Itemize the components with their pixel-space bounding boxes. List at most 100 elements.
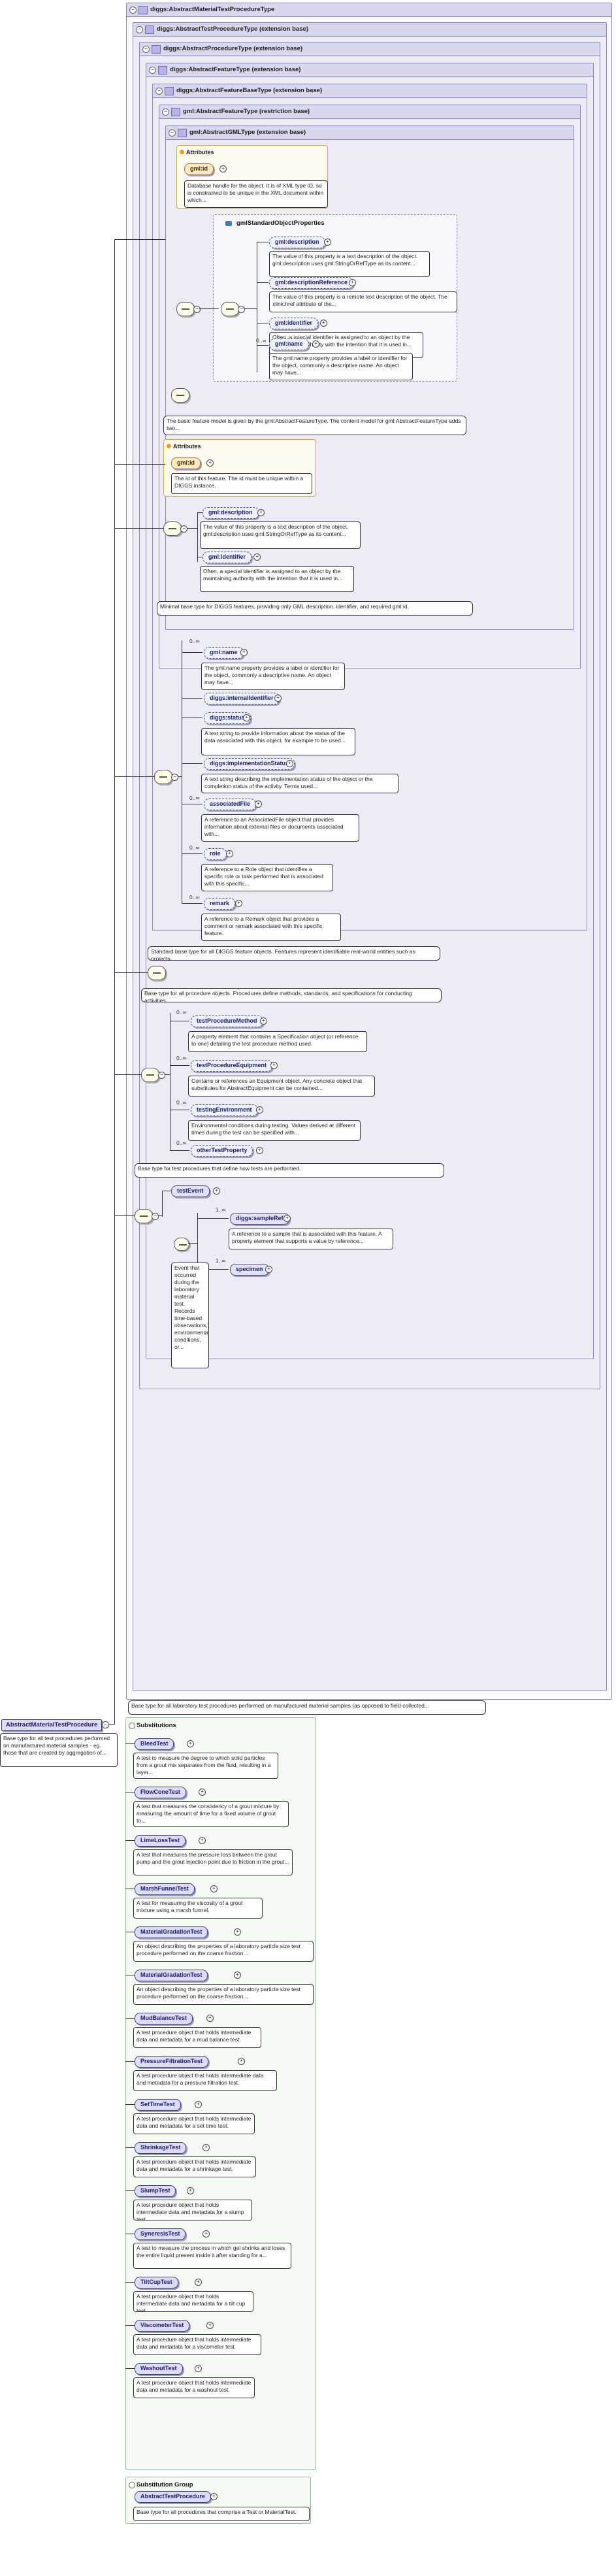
element-status[interactable]: diggs:status [204, 712, 251, 724]
element-test-procedure-method[interactable]: testProcedureMethod [191, 1016, 263, 1027]
substitution-item[interactable]: MarshFunnelTest [135, 1883, 195, 1895]
element-role[interactable]: role [204, 848, 227, 860]
expand-icon[interactable]: + [312, 340, 319, 348]
substitution-item[interactable]: SlumpTest [135, 2185, 176, 2197]
type-header[interactable]: − gml:AbstractFeatureType (restriction b… [159, 105, 580, 119]
gml-id-attribute[interactable]: gml:id [184, 163, 214, 175]
element-other-test-property[interactable]: otherTestProperty [191, 1145, 253, 1157]
expand-icon[interactable]: + [256, 1147, 263, 1154]
expand-icon[interactable]: + [187, 2187, 194, 2194]
substitution-item[interactable]: MudBalanceTest [135, 2013, 193, 2024]
element-gml-description-reference[interactable]: gml:descriptionReference [269, 277, 354, 289]
collapse-toggle-icon[interactable]: − [162, 108, 169, 116]
substitution-item[interactable]: PressureFiltrationTest [135, 2056, 208, 2068]
collapse-toggle-icon[interactable] [129, 1723, 135, 1729]
substitution-item[interactable]: SyneresisTest [135, 2228, 186, 2240]
substitution-group-element[interactable]: AbstractTestProcedure [135, 2491, 211, 2503]
expand-icon[interactable]: − [180, 525, 187, 533]
expand-icon[interactable]: + [213, 1187, 220, 1195]
expand-icon[interactable]: + [270, 1062, 278, 1069]
expand-icon[interactable]: + [203, 2230, 210, 2237]
expand-icon[interactable]: + [235, 900, 242, 907]
type-header[interactable]: − diggs:AbstractFeatureType (extension b… [146, 63, 593, 77]
element-remark[interactable]: remark [204, 898, 236, 910]
type-header[interactable]: − diggs:AbstractMaterialTestProcedureTyp… [127, 3, 611, 17]
collapse-toggle-icon[interactable]: − [136, 26, 143, 33]
expand-icon[interactable]: + [265, 1266, 272, 1273]
expand-icon[interactable]: + [206, 459, 214, 467]
substitution-item[interactable]: MaterialGradationTest [135, 1926, 208, 1938]
base-element-gml-description[interactable]: gml:description [203, 507, 259, 519]
expand-icon[interactable]: + [284, 1215, 291, 1222]
collapse-toggle-icon[interactable]: − [169, 129, 176, 137]
expand-icon[interactable]: + [257, 509, 265, 516]
expand-icon[interactable]: + [226, 850, 233, 857]
substitution-item[interactable]: TiltCupTest [135, 2277, 178, 2288]
expand-icon[interactable]: + [253, 553, 261, 561]
collapse-toggle-icon[interactable]: − [142, 46, 150, 53]
type-header[interactable]: − diggs:AbstractProcedureType (extension… [140, 42, 600, 56]
substitution-item[interactable]: ViscometerTest [135, 2320, 190, 2332]
element-test-event[interactable]: testEvent [171, 1185, 210, 1197]
expand-icon[interactable]: + [240, 649, 248, 656]
expand-icon[interactable]: − [238, 306, 245, 313]
substitution-item[interactable]: ShrinkageTest [135, 2142, 187, 2154]
element-associated-file[interactable]: associatedFile [204, 799, 257, 810]
expand-icon[interactable]: − [152, 1213, 159, 1220]
element-gml-description[interactable]: gml:description [269, 237, 325, 248]
element-test-procedure-equipment[interactable]: testProcedureEquipment [191, 1060, 273, 1072]
substitution-item[interactable]: BleedTest [135, 1738, 174, 1750]
expand-icon[interactable]: + [238, 2058, 245, 2065]
expand-icon[interactable]: + [256, 1106, 263, 1114]
element-gml-name[interactable]: gml:name [269, 339, 309, 350]
expand-icon[interactable]: + [195, 2101, 202, 2108]
expand-icon[interactable]: + [234, 1972, 241, 1979]
expand-icon[interactable]: + [320, 320, 327, 327]
type-header[interactable]: − gml:AbstractGMLType (extension base) [166, 126, 574, 140]
element-internal-identifier[interactable]: diggs:internalIdentifier [204, 693, 280, 704]
expand-icon[interactable]: + [195, 2365, 202, 2372]
substitution-item[interactable]: LimeLossTest [135, 1835, 186, 1847]
base-gml-id-attribute[interactable]: gml:id [171, 457, 201, 469]
expand-icon[interactable]: − [158, 1072, 165, 1079]
expand-icon[interactable]: + [243, 714, 250, 721]
type-header[interactable]: − diggs:AbstractTestProcedureType (exten… [133, 23, 606, 37]
expand-icon[interactable]: + [195, 2279, 202, 2286]
substitution-item[interactable]: FlowConeTest [135, 1787, 186, 1798]
collapse-toggle-icon[interactable]: − [149, 67, 156, 74]
element-testing-environment[interactable]: testingEnvironment [191, 1104, 258, 1116]
expand-icon[interactable]: + [187, 1740, 194, 1747]
expand-icon[interactable]: + [210, 2493, 218, 2500]
type-header[interactable]: − diggs:AbstractFeatureBaseType (extensi… [153, 84, 587, 98]
element-implementation-status[interactable]: diggs:implementationStatus [204, 758, 295, 770]
element-sample-ref[interactable]: diggs:sampleRef [230, 1213, 289, 1225]
expand-icon[interactable]: + [260, 1017, 267, 1025]
substitution-item[interactable]: SetTimeTest [135, 2099, 181, 2111]
expand-icon[interactable]: − [102, 1721, 109, 1728]
expand-icon[interactable]: + [219, 165, 227, 173]
substitution-item[interactable]: MaterialGradationTest [135, 1970, 208, 1981]
root-element-abstract-material-test-procedure[interactable]: AbstractMaterialTestProcedure [1, 1719, 103, 1731]
expand-icon[interactable]: + [199, 1789, 206, 1796]
expand-icon[interactable]: + [203, 2144, 210, 2151]
collapse-toggle-icon[interactable] [129, 2482, 135, 2488]
expand-icon[interactable]: + [199, 1837, 206, 1844]
collapse-toggle-icon[interactable]: − [155, 88, 163, 95]
base-element-gml-identifier[interactable]: gml:identifier [203, 552, 252, 563]
expand-icon[interactable]: + [349, 279, 356, 286]
element-gml-identifier[interactable]: gml:identifier [269, 318, 319, 329]
expand-icon[interactable]: + [286, 760, 293, 767]
element-gml-name-feature[interactable]: gml:name [204, 647, 244, 659]
element-specimen[interactable]: specimen [230, 1264, 269, 1276]
expand-icon[interactable]: − [171, 774, 178, 781]
collapse-toggle-icon[interactable]: − [129, 7, 137, 14]
expand-icon[interactable]: + [324, 239, 331, 246]
expand-icon[interactable]: + [255, 801, 262, 808]
expand-icon[interactable]: − [193, 306, 201, 313]
expand-icon[interactable]: + [206, 2015, 214, 2022]
expand-icon[interactable]: + [274, 695, 282, 702]
expand-icon[interactable]: + [234, 1928, 241, 1936]
expand-icon[interactable]: + [206, 2322, 214, 2329]
substitution-item[interactable]: WashoutTest [135, 2363, 183, 2375]
expand-icon[interactable]: + [210, 1885, 218, 1892]
